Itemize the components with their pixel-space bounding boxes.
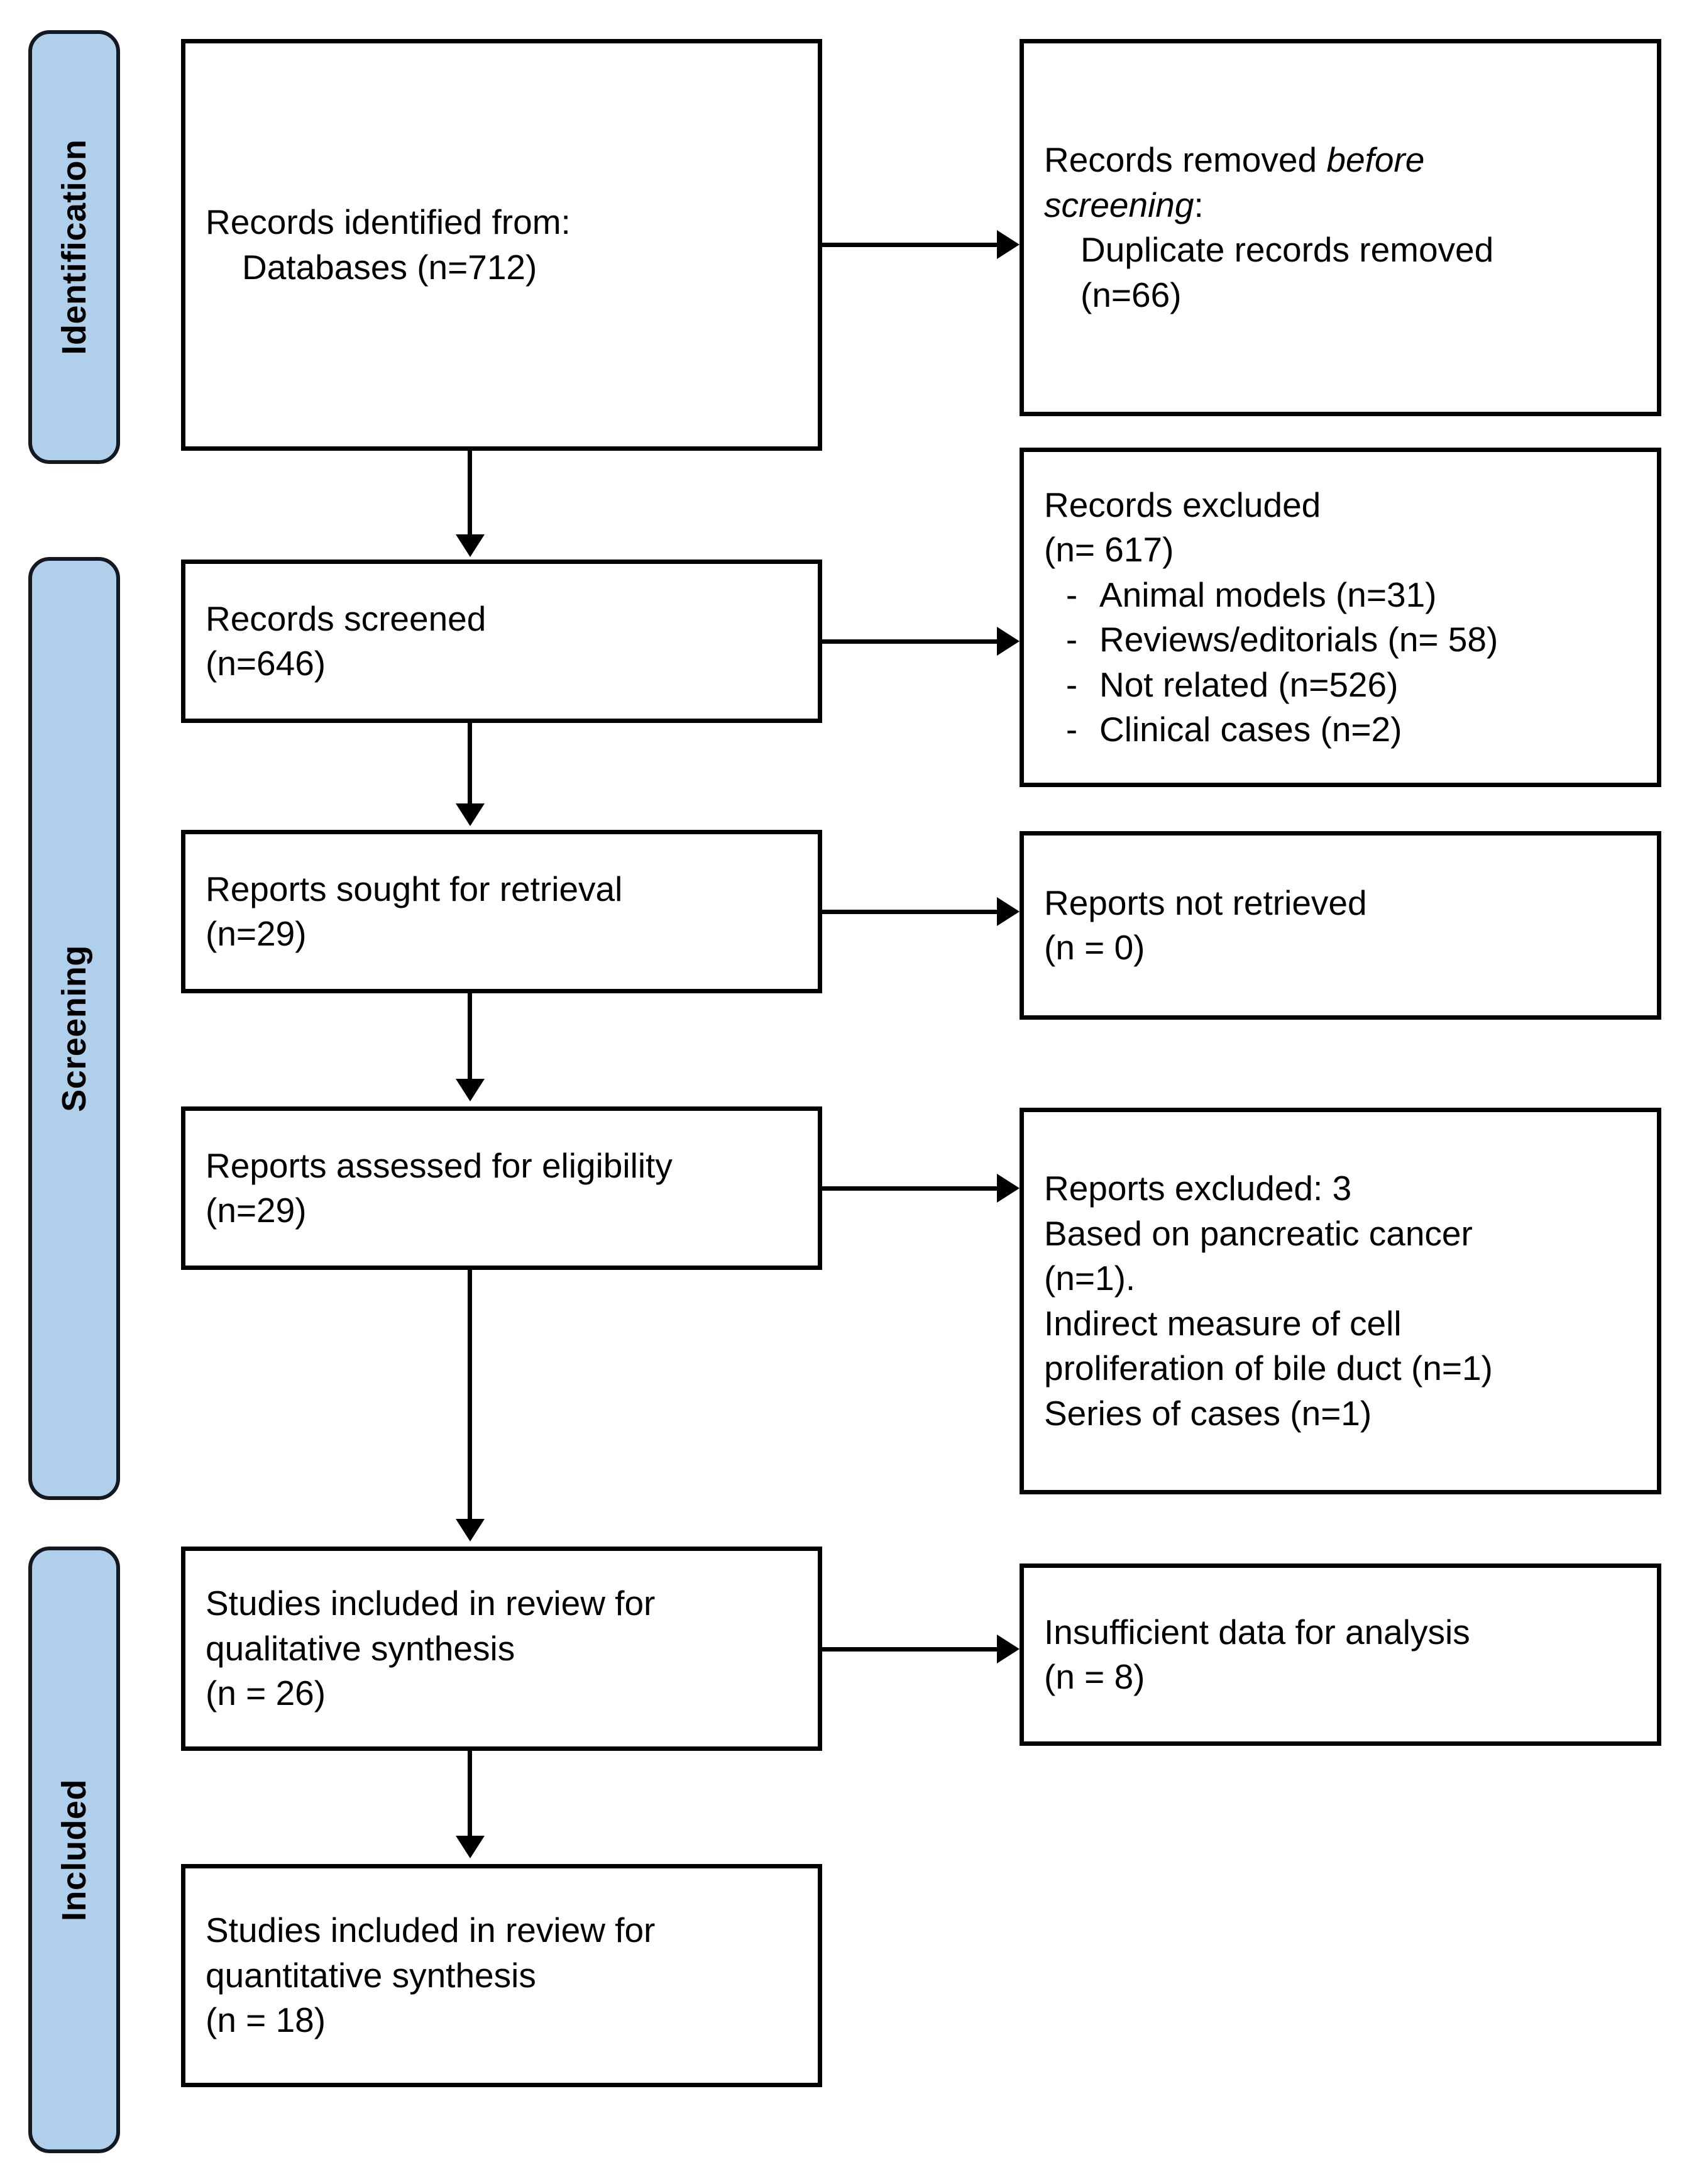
records-removed-line1-italic: before xyxy=(1326,140,1425,179)
studies-quantitative-line1: Studies included in review for xyxy=(206,1911,656,1950)
arrow-screened-to-sought xyxy=(456,803,485,826)
list-item: - Reviews/editorials (n= 58) xyxy=(1044,617,1637,663)
box-reports-sought: Reports sought for retrieval (n=29) xyxy=(181,830,822,993)
records-removed-line1: Records removed before xyxy=(1024,138,1657,183)
reports-sought-line1: Reports sought for retrieval xyxy=(206,869,623,908)
box-records-screened: Records screened (n=646) xyxy=(181,560,822,723)
box-reports-not-retrieved: Reports not retrieved (n = 0) xyxy=(1020,831,1661,1020)
records-excluded-item-3: Clinical cases (n=2) xyxy=(1099,710,1402,749)
records-screened-line2: (n=646) xyxy=(206,644,326,683)
stage-label-screening: Screening xyxy=(55,945,93,1112)
list-item: - Not related (n=526) xyxy=(1044,663,1637,708)
reports-excluded-line1: Reports excluded: 3 xyxy=(1044,1169,1352,1208)
box-studies-quantitative: Studies included in review for quantitat… xyxy=(181,1864,822,2087)
stage-bar-identification: Identification xyxy=(28,30,120,464)
records-removed-line2-italic: screening xyxy=(1044,185,1194,224)
insufficient-data-line2: (n = 8) xyxy=(1044,1657,1145,1696)
records-removed-line4: (n=66) xyxy=(1080,275,1182,314)
connector-qualitative-to-insufficient xyxy=(822,1647,998,1652)
records-identified-line1: Records identified from: xyxy=(206,202,571,241)
box-reports-assessed: Reports assessed for eligibility (n=29) xyxy=(181,1106,822,1270)
reports-excluded-line2: Based on pancreatic cancer xyxy=(1044,1213,1473,1253)
connector-assessed-to-excluded xyxy=(822,1186,998,1191)
stage-label-included: Included xyxy=(55,1779,93,1921)
box-insufficient-data: Insufficient data for analysis (n = 8) xyxy=(1020,1564,1661,1746)
records-excluded-item-2: Not related (n=526) xyxy=(1099,665,1399,704)
arrow-sought-to-not-retrieved xyxy=(997,897,1020,926)
bullet-dash-icon: - xyxy=(1065,575,1078,614)
studies-qualitative-line3: (n = 26) xyxy=(206,1674,326,1713)
connector-sought-to-assessed xyxy=(468,993,472,1081)
arrow-assessed-to-qualitative xyxy=(456,1519,485,1541)
records-removed-line3: Duplicate records removed xyxy=(1080,230,1494,269)
reports-sought-line2: (n=29) xyxy=(206,914,307,953)
records-removed-line1-prefix: Records removed xyxy=(1044,140,1327,179)
connector-assessed-to-qualitative xyxy=(468,1270,472,1521)
bullet-dash-icon: - xyxy=(1065,665,1078,704)
box-records-identified: Records identified from: Databases (n=71… xyxy=(181,39,822,451)
records-excluded-item-0: Animal models (n=31) xyxy=(1099,575,1437,614)
list-item: - Animal models (n=31) xyxy=(1044,573,1637,618)
stage-bar-included: Included xyxy=(28,1547,120,2153)
records-removed-line2-colon: : xyxy=(1194,185,1204,224)
reports-excluded-line4: Indirect measure of cell xyxy=(1044,1303,1402,1343)
studies-qualitative-line1: Studies included in review for xyxy=(206,1584,656,1623)
connector-identified-to-screened xyxy=(468,451,472,539)
stage-bar-screening: Screening xyxy=(28,557,120,1500)
connector-qualitative-to-quantitative xyxy=(468,1751,472,1839)
records-excluded-list: - Animal models (n=31) - Reviews/editori… xyxy=(1024,573,1657,753)
records-identified-line2: Databases (n=712) xyxy=(242,247,537,287)
records-excluded-item-1: Reviews/editorials (n= 58) xyxy=(1099,620,1498,659)
connector-screened-to-sought xyxy=(468,723,472,808)
records-excluded-line1: Records excluded xyxy=(1044,485,1321,524)
box-studies-qualitative: Studies included in review for qualitati… xyxy=(181,1547,822,1751)
arrow-qualitative-to-quantitative xyxy=(456,1836,485,1858)
reports-not-retrieved-line1: Reports not retrieved xyxy=(1044,883,1367,922)
studies-qualitative-line2: qualitative synthesis xyxy=(206,1628,515,1668)
connector-identified-to-removed xyxy=(822,243,998,247)
studies-quantitative-line3: (n = 18) xyxy=(206,2000,326,2040)
reports-excluded-line6: Series of cases (n=1) xyxy=(1044,1393,1372,1433)
arrow-identified-to-removed xyxy=(997,230,1020,259)
stage-label-identification: Identification xyxy=(55,139,93,355)
reports-excluded-line3: (n=1). xyxy=(1044,1259,1136,1298)
arrow-assessed-to-excluded xyxy=(997,1174,1020,1203)
box-reports-excluded: Reports excluded: 3 Based on pancreatic … xyxy=(1020,1108,1661,1494)
reports-excluded-line5: proliferation of bile duct (n=1) xyxy=(1044,1348,1493,1387)
reports-assessed-line1: Reports assessed for eligibility xyxy=(206,1145,673,1185)
box-records-removed: Records removed before screening: Duplic… xyxy=(1020,39,1661,416)
arrow-screened-to-excluded xyxy=(997,627,1020,656)
records-removed-line2: screening: xyxy=(1024,183,1657,228)
connector-sought-to-not-retrieved xyxy=(822,910,998,914)
box-records-excluded: Records excluded (n= 617) - Animal model… xyxy=(1020,448,1661,787)
arrow-identified-to-screened xyxy=(456,534,485,557)
records-screened-line1: Records screened xyxy=(206,598,487,638)
list-item: - Clinical cases (n=2) xyxy=(1044,707,1637,753)
arrow-sought-to-assessed xyxy=(456,1079,485,1101)
studies-quantitative-line2: quantitative synthesis xyxy=(206,1955,536,1995)
bullet-dash-icon: - xyxy=(1065,710,1078,749)
records-excluded-line2: (n= 617) xyxy=(1044,530,1174,569)
reports-not-retrieved-line2: (n = 0) xyxy=(1044,928,1145,967)
connector-screened-to-excluded xyxy=(822,639,998,644)
arrow-qualitative-to-insufficient xyxy=(997,1635,1020,1663)
insufficient-data-line1: Insufficient data for analysis xyxy=(1044,1612,1470,1652)
bullet-dash-icon: - xyxy=(1065,620,1078,659)
reports-assessed-line2: (n=29) xyxy=(206,1191,307,1230)
